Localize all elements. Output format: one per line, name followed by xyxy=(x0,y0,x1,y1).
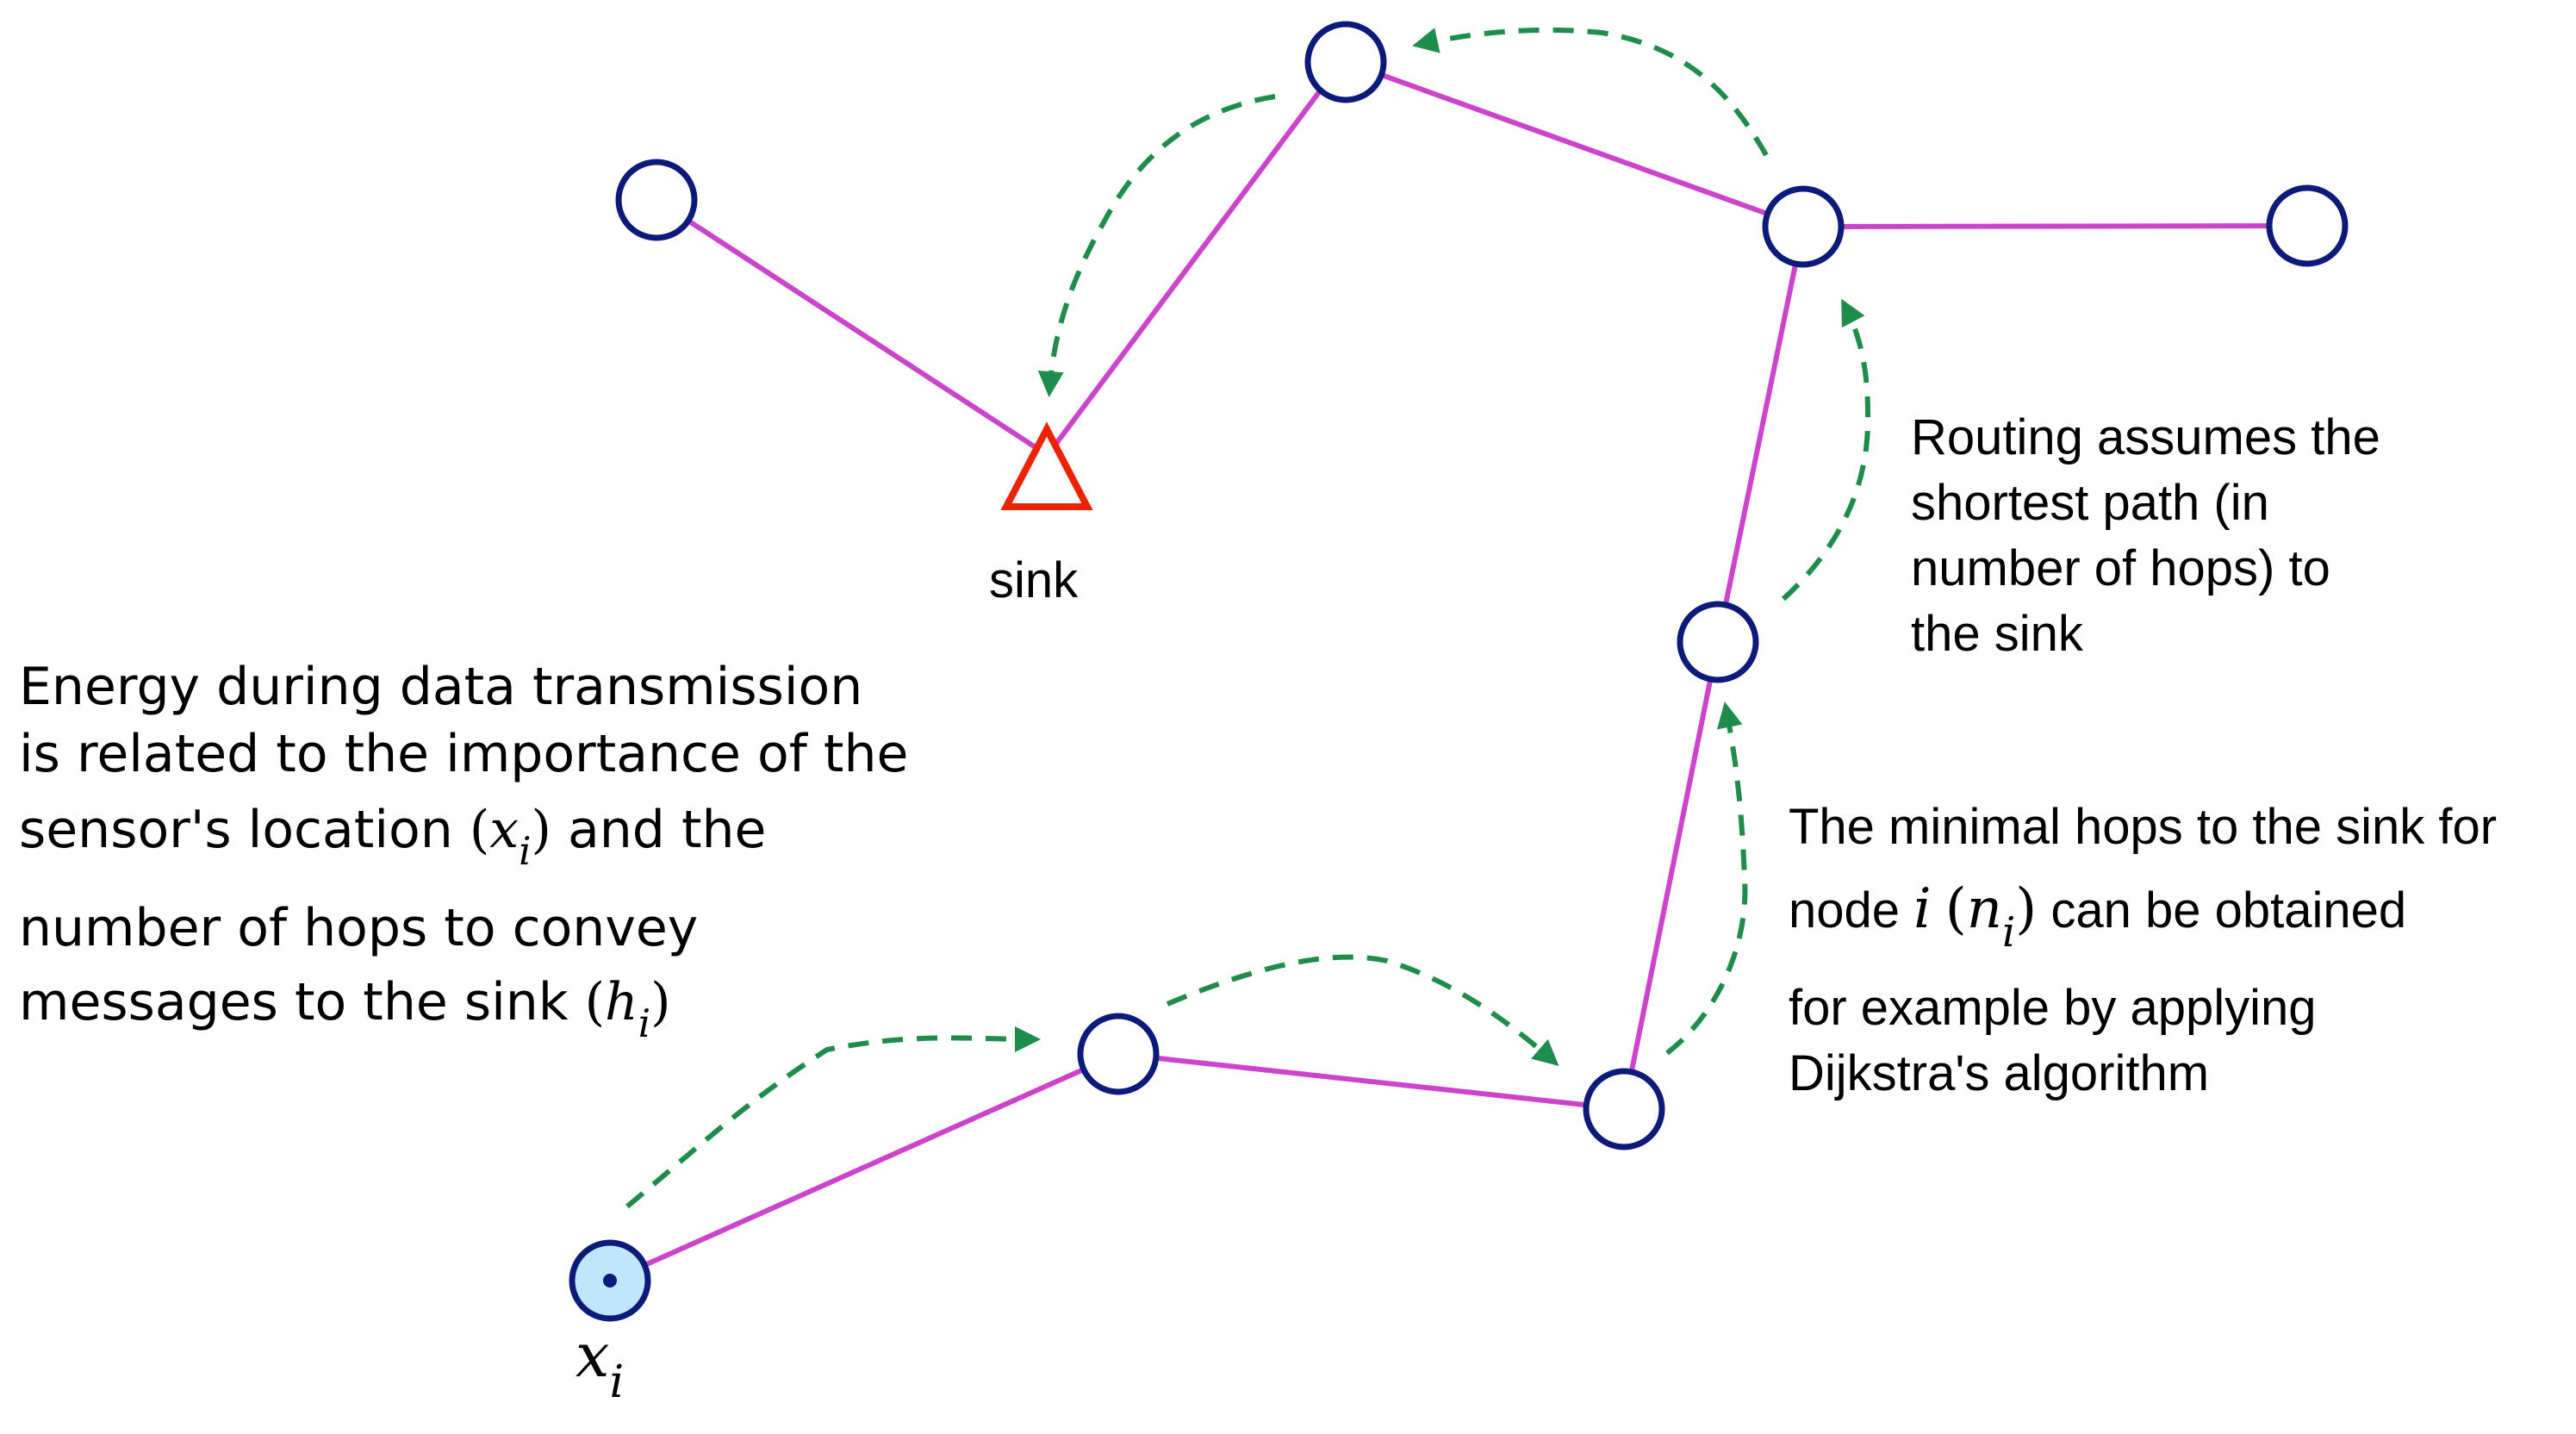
routing-note-line-1: Routing assumes the xyxy=(1911,409,2380,465)
sink-triangle-icon xyxy=(1000,421,1093,510)
source-node-label-sub: i xyxy=(609,1355,625,1408)
source-node-label: xi xyxy=(576,1317,624,1408)
minimal-hops-note-line-4: Dijkstra's algorithm xyxy=(1789,1045,2210,1101)
sensor-node-top xyxy=(1304,21,1387,103)
sink-label: sink xyxy=(989,552,1079,608)
routing-hop-arrows xyxy=(625,27,1871,1209)
hop-arrow-source-to-lower-mid xyxy=(625,1026,1041,1209)
link-mid-right-node-to-lower-right-node xyxy=(1621,641,1720,1110)
energy-note-line-5-text: messages to the sink xyxy=(19,972,569,1032)
energy-note-var-h: h xyxy=(605,972,638,1032)
sensor-node-mid-right xyxy=(1677,601,1759,683)
link-top-node-to-right-hub xyxy=(1344,59,1805,229)
routing-note-line-2: shortest path (in xyxy=(1911,475,2269,531)
open-paren: ( xyxy=(1944,877,1967,941)
open-paren: ( xyxy=(469,800,490,860)
energy-note-line-1: Energy during data transmission xyxy=(19,657,863,717)
hop-arrow-mid-right-to-right-hub xyxy=(1781,298,1871,602)
energy-note-sub-i: i xyxy=(638,1001,651,1047)
sensor-node-right-hub xyxy=(1762,185,1845,268)
link-right-hub-to-mid-right-node xyxy=(1715,226,1806,643)
network-links xyxy=(608,59,2308,1283)
hop-arrow-right-hub-to-top-node xyxy=(1412,27,1769,157)
minimal-hops-note-line-2: node i (ni) can be obtained xyxy=(1789,870,2407,957)
routing-note-line-4: the sink xyxy=(1911,606,2083,662)
close-paren: ) xyxy=(2015,877,2038,941)
energy-note-line-3: sensor's location (xi) and the xyxy=(19,791,767,875)
minimal-hops-note-line-2-text: node xyxy=(1789,882,1901,938)
link-lower-right-node-to-lower-mid-node xyxy=(1117,1051,1625,1112)
energy-note-line-4: number of hops to convey xyxy=(19,898,699,958)
link-sink-to-top-node xyxy=(1050,80,1329,450)
close-paren: ) xyxy=(531,800,551,860)
link-lower-mid-node-to-source xyxy=(608,1051,1120,1283)
close-paren: ) xyxy=(650,972,671,1032)
source-node-label-var: x xyxy=(576,1320,610,1391)
minimal-hops-note-var-i: i xyxy=(1913,877,1932,941)
source-node-dot xyxy=(603,1274,617,1287)
minimal-hops-note-line-2-tail: can be obtained xyxy=(2050,882,2407,938)
energy-note-line-3-tail: and the xyxy=(567,800,767,860)
link-right-hub-to-far-right-node xyxy=(1802,223,2308,229)
sensor-nodes xyxy=(569,21,2349,1322)
sensor-node-lower-right xyxy=(1583,1068,1665,1150)
sensor-node-lower-mid xyxy=(1077,1013,1160,1095)
minimal-hops-note-sub-i: i xyxy=(2001,907,2016,957)
minimal-hops-note-var-n: n xyxy=(1966,877,2002,941)
energy-note-var-x: x xyxy=(489,800,520,860)
hop-arrow-lower-right-to-mid-right xyxy=(1665,701,1748,1056)
sensor-node-far-right xyxy=(2266,184,2349,267)
hop-arrow-lower-mid-to-lower-right xyxy=(1166,954,1559,1066)
routing-note-line-3: number of hops) to xyxy=(1911,540,2330,596)
sensor-node-left xyxy=(615,159,698,241)
energy-note-sub-i: i xyxy=(519,828,532,875)
hop-arrow-top-node-to-sink xyxy=(1037,94,1276,397)
energy-note-line-2: is related to the importance of the xyxy=(19,724,909,784)
open-paren: ( xyxy=(584,972,606,1032)
minimal-hops-note-line-3: for example by applying xyxy=(1789,980,2317,1036)
energy-note-line-3-text: sensor's location xyxy=(19,800,453,860)
link-left-node-to-sink xyxy=(655,197,1042,453)
minimal-hops-note-line-1: The minimal hops to the sink for xyxy=(1789,799,2498,855)
energy-note-line-5: messages to the sink (hi) xyxy=(19,963,671,1047)
